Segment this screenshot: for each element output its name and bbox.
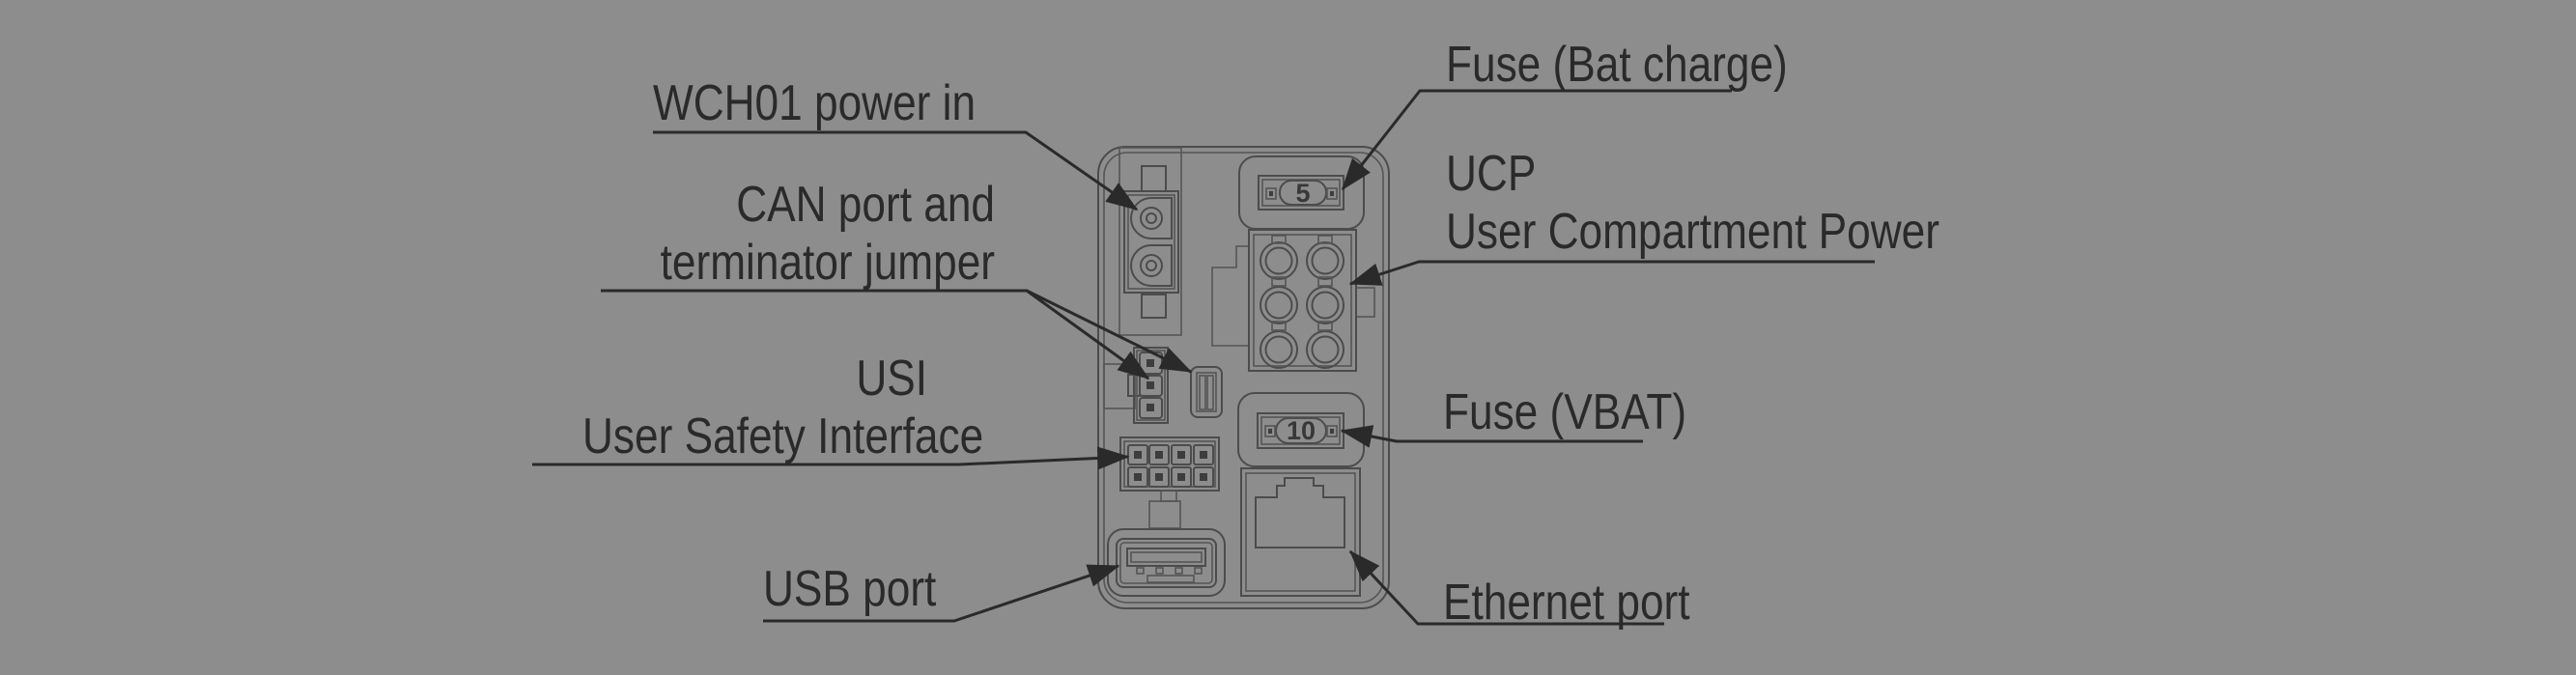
label-usb-port-text: USB port [763,561,937,617]
fuse-bat-rating-text: 5 [1295,179,1310,208]
fuse-bat-leader-line [1341,89,1732,191]
label-ethernet-port: Ethernet port [1443,574,1690,632]
usi-connector [1119,436,1220,529]
wch01-leader-line [653,130,1139,211]
ethernet-port-connector [1240,467,1361,597]
fuse-vbat-leader-line [1340,425,1643,448]
usi-leader-line [532,446,1130,470]
label-can-port-line2: terminator jumper [660,235,995,291]
ethernet-leader-line [1348,549,1664,626]
label-ucp: UCP User Compartment Power [1446,145,1939,261]
label-fuse-vbat-text: Fuse (VBAT) [1443,384,1687,440]
fuse-vbat-rating-text: 10 [1287,416,1316,445]
ucp-terminals [1260,235,1345,369]
label-wch01-power-in: WCH01 power in [653,74,976,132]
terminator-jumper-leader-line [1026,289,1193,374]
label-fuse-vbat: Fuse (VBAT) [1443,383,1686,441]
usb-leader-line [763,564,1120,623]
label-fuse-bat-charge-text: Fuse (Bat charge) [1446,37,1788,93]
fuse-bat-charge-module: 5 [1238,155,1365,230]
fuse-vbat-module: 10 [1237,392,1365,467]
label-wch01-power-in-text: WCH01 power in [653,75,977,131]
label-ucp-abbr: UCP [1446,146,1537,202]
label-usi-full: User Safety Interface [582,408,984,464]
label-usi: USI User Safety Interface [582,350,984,465]
label-can-port-line1: CAN port and [736,177,995,233]
wch01-power-connector [1118,147,1182,336]
label-fuse-bat-charge: Fuse (Bat charge) [1446,36,1788,94]
usb-port-connector [1107,528,1226,597]
label-ethernet-port-text: Ethernet port [1443,575,1690,631]
terminator-jumper [1190,366,1223,418]
label-usi-abbr: USI [856,351,927,407]
label-usb-port: USB port [763,560,936,618]
ucp-leader-line [1348,260,1875,286]
label-can-port-terminator: CAN port and terminator jumper [609,176,995,292]
label-ucp-full: User Compartment Power [1446,204,1939,260]
can-port-connector [1103,347,1169,424]
ucp-connector [1211,229,1375,372]
leader-lines [532,89,1875,626]
usi-pins [1127,444,1214,488]
